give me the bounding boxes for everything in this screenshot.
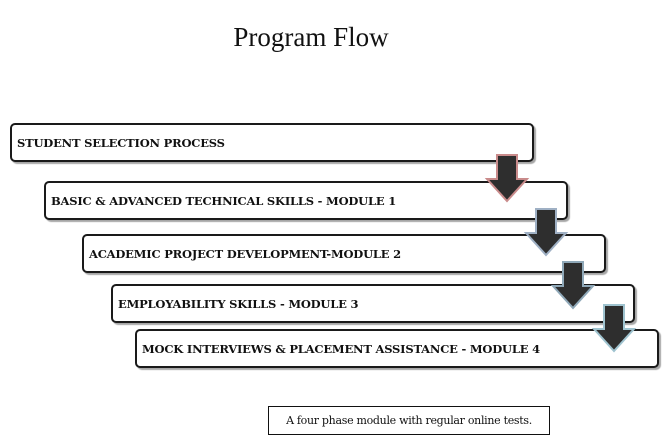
down-arrow-icon <box>484 154 530 203</box>
flow-step-mock-interviews-module-4: MOCK INTERVIEWS & PLACEMENT ASSISTANCE -… <box>135 329 659 368</box>
flow-step-academic-project-module-2: ACADEMIC PROJECT DEVELOPMENT-MODULE 2 <box>82 234 606 273</box>
flow-step-employability-module-3: EMPLOYABILITY SKILLS - MODULE 3 <box>111 284 635 323</box>
down-arrow-icon <box>550 261 596 310</box>
flow-step-technical-skills-module-1: BASIC & ADVANCED TECHNICAL SKILLS - MODU… <box>44 181 568 220</box>
down-arrow-icon <box>523 208 569 257</box>
summary-note: A four phase module with regular online … <box>268 406 550 435</box>
page-title: Program Flow <box>233 22 389 52</box>
flow-step-student-selection: STUDENT SELECTION PROCESS <box>10 123 534 162</box>
down-arrow-icon <box>591 304 637 353</box>
